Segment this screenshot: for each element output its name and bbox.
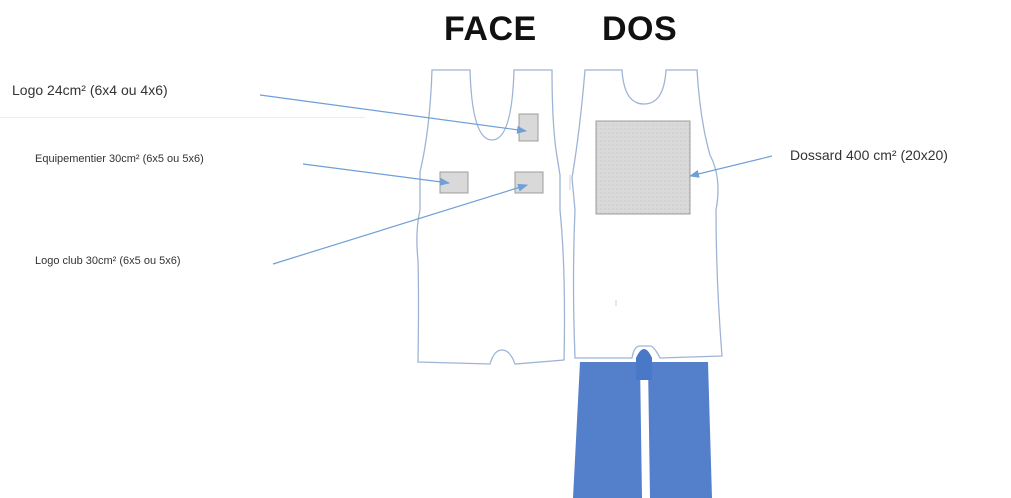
face-suit-outline [417, 70, 565, 364]
dossard-patch [596, 121, 690, 214]
tights-waist [636, 349, 652, 380]
tights-left-leg [573, 362, 642, 498]
dos-heading: DOS [602, 10, 677, 49]
logo-24-arrow [260, 95, 526, 131]
logo-club-label: Logo club 30cm² (6x5 ou 5x6) [35, 255, 181, 267]
face-heading: FACE [444, 10, 537, 49]
logo-24-patch [519, 114, 538, 141]
equipementier-label: Equipementier 30cm² (6x5 ou 5x6) [35, 153, 204, 165]
dossard-label: Dossard 400 cm² (20x20) [790, 147, 948, 163]
divider [0, 117, 365, 118]
logo-24-label: Logo 24cm² (6x4 ou 4x6) [12, 82, 168, 98]
logo-club-patch [515, 172, 543, 193]
tights-right-leg [648, 362, 712, 498]
